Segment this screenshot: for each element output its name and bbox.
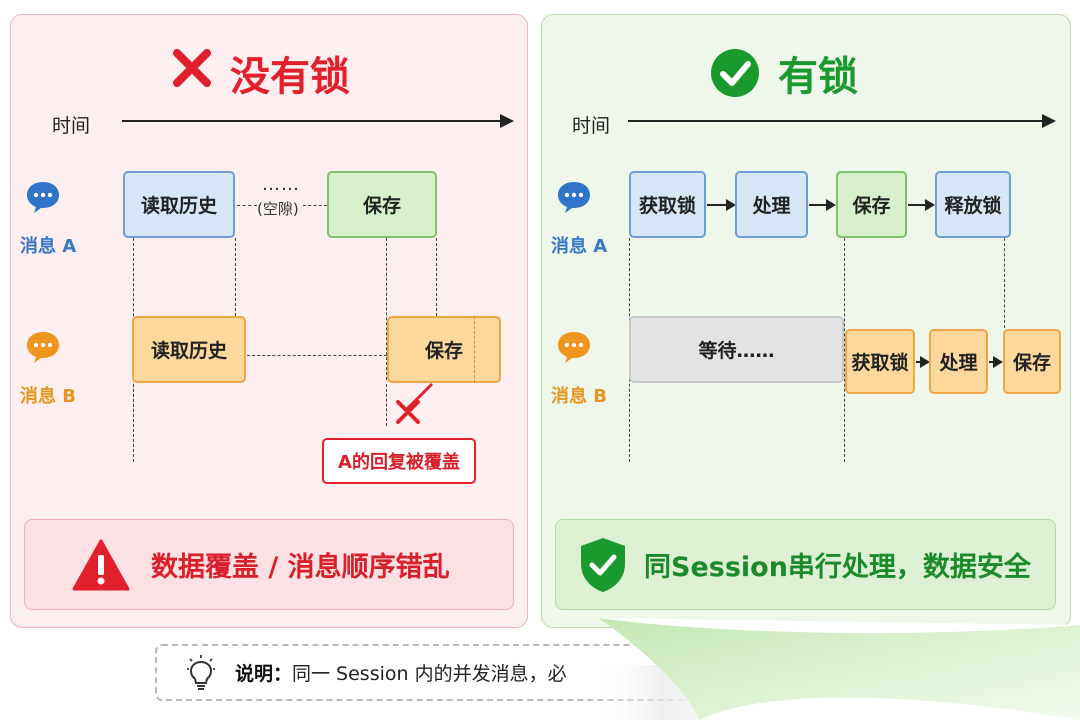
timeline-guide (436, 238, 437, 316)
shield-check-icon (581, 537, 625, 592)
b-read-history-box: 读取历史 (132, 316, 246, 383)
chat-bubble-icon (27, 332, 59, 363)
time-axis-arrowhead (1042, 114, 1056, 128)
overlap-marker (474, 316, 475, 383)
overwrite-warning: A的回复被覆盖 (322, 438, 476, 484)
b-waiting-box: 等待…… (629, 316, 844, 383)
chat-bubble-icon (558, 332, 590, 363)
timeline-guide (386, 384, 387, 426)
gap-label: (空隙) (257, 200, 299, 218)
time-axis-arrowhead (500, 114, 514, 128)
no-lock-title-text: 没有锁 (230, 54, 350, 100)
gap-dash (237, 205, 257, 206)
time-label: 时间 (572, 115, 611, 137)
b-process-box: 处理 (929, 329, 988, 394)
gap-dash (247, 355, 387, 356)
note-title: 说明： (235, 663, 293, 685)
a-acquire-lock-box: 获取锁 (629, 171, 706, 238)
timeline-guide (1004, 238, 1005, 328)
msg-b-label: 消息 B (551, 386, 607, 407)
step-arrow (809, 199, 836, 211)
check-circle-icon (711, 49, 759, 97)
a-save-box: 保存 (836, 171, 907, 238)
b-save-box: 保存 (1003, 329, 1061, 394)
timeline-guide (235, 238, 236, 316)
msg-b-label: 消息 B (20, 386, 76, 407)
step-arrow (908, 199, 935, 211)
no-lock-result-text: 数据覆盖 / 消息顺序错乱 (151, 552, 450, 583)
a-release-lock-box: 释放锁 (935, 171, 1011, 238)
timeline-guide (133, 384, 134, 462)
with-lock-title-text: 有锁 (778, 54, 858, 100)
conflict-arrow (396, 382, 434, 424)
time-label: 时间 (52, 115, 91, 137)
explanation-note: 说明： 同一 Session 内的并发消息，必 (155, 644, 715, 701)
timeline-guide (386, 238, 387, 380)
with-lock-result-text: 同Session串行处理，数据安全 (644, 552, 1031, 583)
step-arrow (707, 199, 736, 211)
with-lock-title: 有锁 (710, 44, 858, 102)
b-save-box: 保存 (387, 316, 501, 383)
gap-dash (303, 205, 327, 206)
step-arrow (989, 356, 1003, 368)
msg-a-label: 消息 A (20, 236, 77, 257)
step-arrow (916, 356, 930, 368)
lightbulb-icon (187, 654, 215, 690)
no-lock-result: 数据覆盖 / 消息顺序错乱 (24, 519, 514, 610)
msg-a-label: 消息 A (551, 236, 608, 257)
a-read-history-box: 读取历史 (123, 171, 235, 238)
chat-bubble-icon (27, 182, 59, 213)
timeline-guide (844, 238, 845, 462)
a-save-box: 保存 (327, 171, 437, 238)
time-axis (628, 120, 1044, 122)
b-acquire-lock-box: 获取锁 (845, 329, 915, 394)
time-axis (122, 120, 502, 122)
a-process-box: 处理 (735, 171, 808, 238)
chat-bubble-icon (558, 182, 590, 213)
gap-dots: …… (262, 174, 300, 195)
x-mark-icon (172, 48, 212, 98)
note-text: 同一 Session 内的并发消息，必 (292, 663, 567, 685)
no-lock-title: 没有锁 (172, 44, 350, 102)
with-lock-result: 同Session串行处理，数据安全 (555, 519, 1056, 610)
warning-triangle-icon (72, 539, 130, 590)
